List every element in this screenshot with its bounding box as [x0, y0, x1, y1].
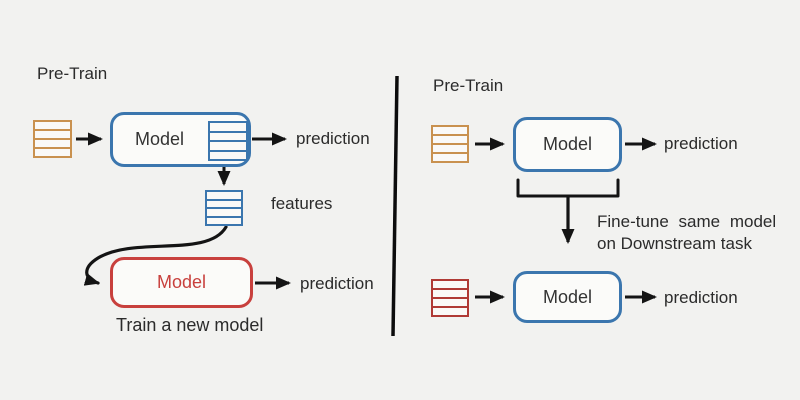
finetune-note: Fine-tune same model on Downstream task — [597, 211, 776, 255]
features-label: features — [271, 194, 333, 213]
finetuned-model-box: Model — [513, 271, 622, 323]
panel-divider — [391, 75, 399, 337]
features-icon — [205, 190, 243, 226]
pretrain-model-label: Model — [135, 129, 185, 149]
right-finetuned-prediction-label: prediction — [664, 288, 738, 307]
finetune-bracket — [516, 178, 620, 198]
finetune-note-line2: on Downstream task — [597, 234, 752, 253]
right-prediction-label: prediction — [664, 134, 738, 153]
right-stage-label: Pre-Train — [433, 76, 504, 95]
left-new-prediction-label: prediction — [300, 274, 374, 293]
right-pretrain-model-box: Model — [513, 117, 622, 172]
pretrain-model-box: Model — [110, 112, 251, 167]
right-pretrain-data-icon — [431, 125, 469, 163]
left-stage-label: Pre-Train — [37, 64, 108, 83]
pretrain-data-icon — [33, 120, 72, 158]
downstream-data-icon — [431, 279, 469, 317]
finetune-note-line1: Fine-tune same model — [597, 212, 777, 231]
finetuned-model-label: Model — [542, 286, 593, 307]
new-model-label: Model — [156, 272, 207, 292]
left-prediction-label: prediction — [296, 129, 370, 148]
new-model-box: Model — [110, 257, 253, 308]
right-pretrain-model-label: Model — [542, 134, 593, 154]
model-output-rows-icon — [208, 121, 248, 161]
train-new-model-caption: Train a new model — [116, 315, 264, 335]
